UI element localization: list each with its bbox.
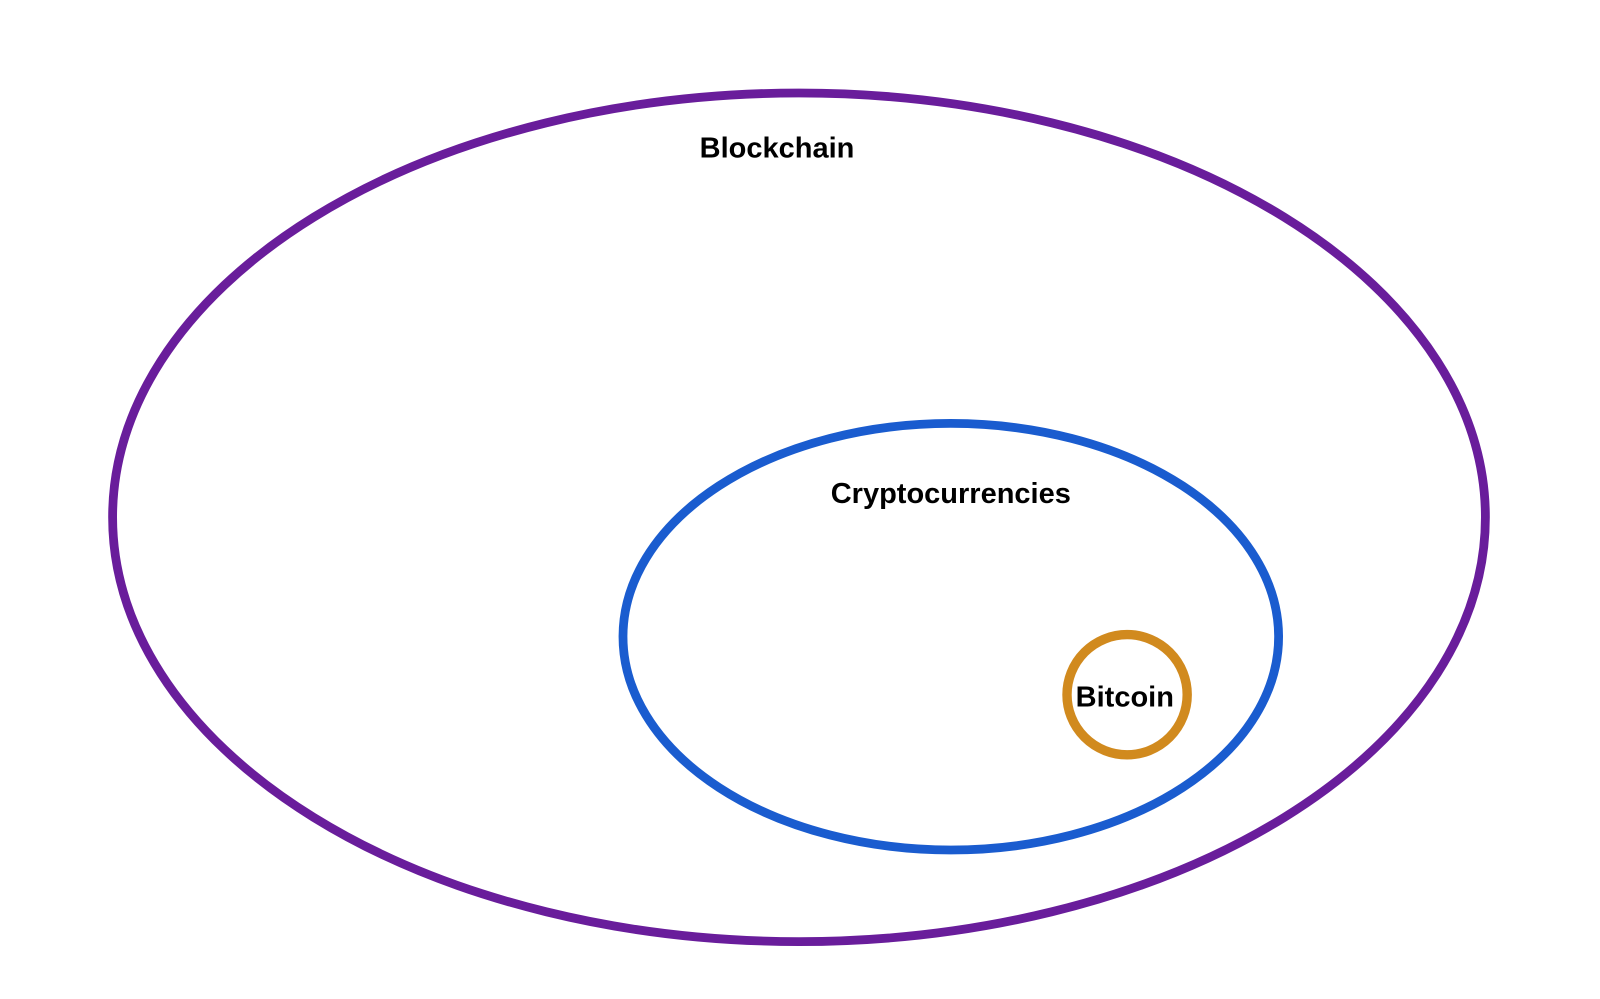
svg-text:Bitcoin: Bitcoin <box>1076 682 1174 714</box>
svg-text:Cryptocurrencies: Cryptocurrencies <box>831 478 1071 510</box>
svg-text:Blockchain: Blockchain <box>700 133 855 165</box>
